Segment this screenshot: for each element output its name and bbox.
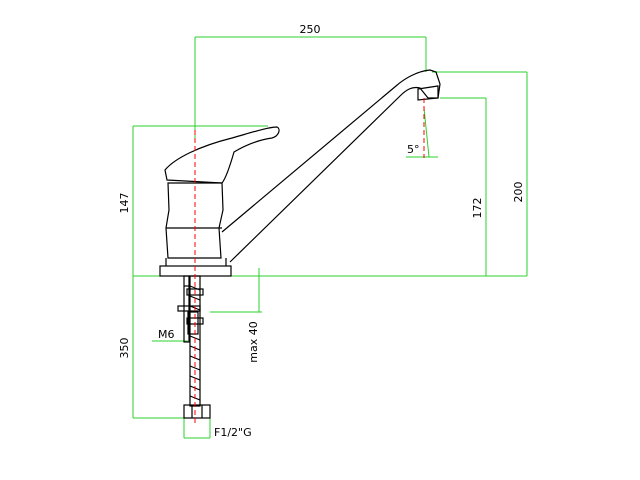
dim-250-label: 250 <box>300 23 321 36</box>
dim-200-label: 200 <box>512 182 525 203</box>
m6-label: M6 <box>158 328 175 341</box>
angle-5-label: 5° <box>407 143 420 156</box>
lever-handle <box>164 126 280 184</box>
connection-label: F1/2"G <box>214 426 252 439</box>
dimension-lines <box>132 36 528 439</box>
hex-nut <box>183 404 211 419</box>
dim-172-label: 172 <box>471 198 484 219</box>
max-40-label: max 40 <box>247 321 260 362</box>
cartridge-body <box>165 182 224 259</box>
under-deck-assembly <box>177 275 211 419</box>
fixing-plate <box>187 311 199 335</box>
threaded-stud <box>183 275 190 343</box>
faucet-body <box>159 69 441 277</box>
center-axes <box>194 98 425 425</box>
aerator <box>417 85 439 101</box>
spout <box>221 69 441 263</box>
dim-350-label: 350 <box>118 338 131 359</box>
dim-147-label: 147 <box>118 193 131 214</box>
